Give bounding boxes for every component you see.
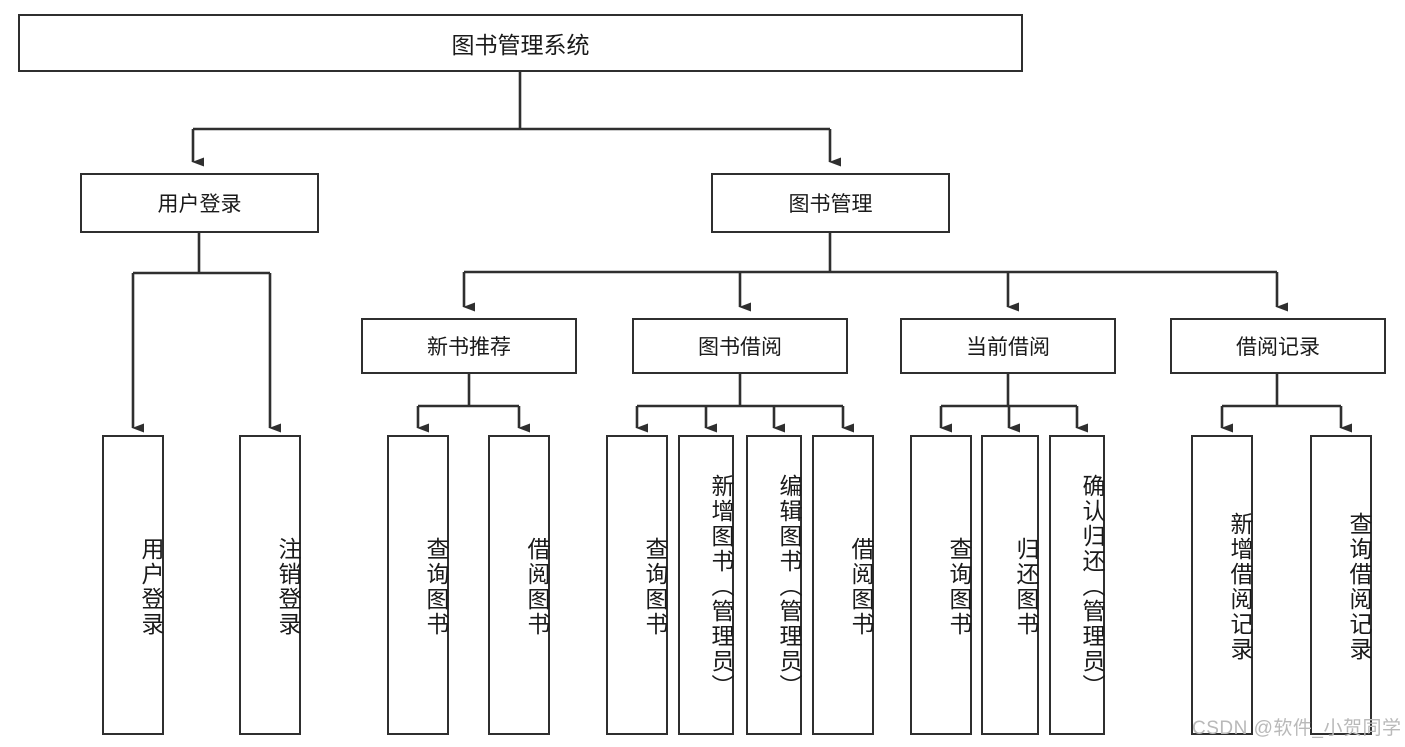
leaf-cb-confirm-return-admin-label: 确认归还（管理员） bbox=[1079, 473, 1105, 699]
leaf-br-add-record-label: 新增借阅记录 bbox=[1227, 512, 1253, 662]
csdn-watermark: CSDN @软件_小贺同学 bbox=[1192, 718, 1402, 739]
node-user-login-label: 用户登录 bbox=[157, 193, 242, 216]
leaf-br-query-record[interactable]: 查询借阅记录 bbox=[1310, 435, 1372, 735]
leaf-cb-query-book-label: 查询图书 bbox=[946, 537, 972, 637]
node-borrow-record[interactable]: 借阅记录 bbox=[1170, 318, 1386, 374]
leaf-bb-edit-book-admin-label: 编辑图书（管理员） bbox=[776, 473, 802, 699]
node-current-borrow[interactable]: 当前借阅 bbox=[900, 318, 1116, 374]
node-root-system[interactable]: 图书管理系统 bbox=[18, 14, 1023, 72]
node-book-borrow[interactable]: 图书借阅 bbox=[632, 318, 848, 374]
leaf-cb-confirm-return-admin[interactable]: 确认归还（管理员） bbox=[1049, 435, 1105, 735]
leaf-user-login-label: 用户登录 bbox=[138, 537, 164, 637]
node-book-borrow-label: 图书借阅 bbox=[698, 336, 782, 359]
leaf-bb-add-book-admin-label: 新增图书（管理员） bbox=[708, 473, 734, 699]
node-book-management-label: 图书管理 bbox=[788, 193, 873, 216]
leaf-cb-return-book[interactable]: 归还图书 bbox=[981, 435, 1039, 735]
leaf-bb-borrow-book-label: 借阅图书 bbox=[848, 537, 874, 637]
leaf-br-query-record-label: 查询借阅记录 bbox=[1346, 512, 1372, 662]
node-current-borrow-label: 当前借阅 bbox=[966, 336, 1050, 359]
leaf-bb-query-book[interactable]: 查询图书 bbox=[606, 435, 668, 735]
leaf-br-add-record[interactable]: 新增借阅记录 bbox=[1191, 435, 1253, 735]
leaf-cb-query-book[interactable]: 查询图书 bbox=[910, 435, 972, 735]
node-borrow-record-label: 借阅记录 bbox=[1236, 336, 1320, 359]
node-book-management[interactable]: 图书管理 bbox=[711, 173, 950, 233]
leaf-bb-borrow-book[interactable]: 借阅图书 bbox=[812, 435, 874, 735]
leaf-logout[interactable]: 注销登录 bbox=[239, 435, 301, 735]
leaf-bb-edit-book-admin[interactable]: 编辑图书（管理员） bbox=[746, 435, 802, 735]
leaf-cb-return-book-label: 归还图书 bbox=[1013, 537, 1039, 637]
leaf-nb-borrow-book[interactable]: 借阅图书 bbox=[488, 435, 550, 735]
node-root-label: 图书管理系统 bbox=[451, 32, 590, 58]
leaf-user-login[interactable]: 用户登录 bbox=[102, 435, 164, 735]
leaf-bb-query-book-label: 查询图书 bbox=[642, 537, 668, 637]
leaf-nb-borrow-book-label: 借阅图书 bbox=[524, 537, 550, 637]
leaf-nb-query-book-label: 查询图书 bbox=[423, 537, 449, 637]
node-new-book-recommend-label: 新书推荐 bbox=[427, 336, 511, 359]
leaf-bb-add-book-admin[interactable]: 新增图书（管理员） bbox=[678, 435, 734, 735]
node-new-book-recommend[interactable]: 新书推荐 bbox=[361, 318, 577, 374]
leaf-nb-query-book[interactable]: 查询图书 bbox=[387, 435, 449, 735]
node-user-login[interactable]: 用户登录 bbox=[80, 173, 319, 233]
leaf-logout-label: 注销登录 bbox=[275, 537, 301, 637]
